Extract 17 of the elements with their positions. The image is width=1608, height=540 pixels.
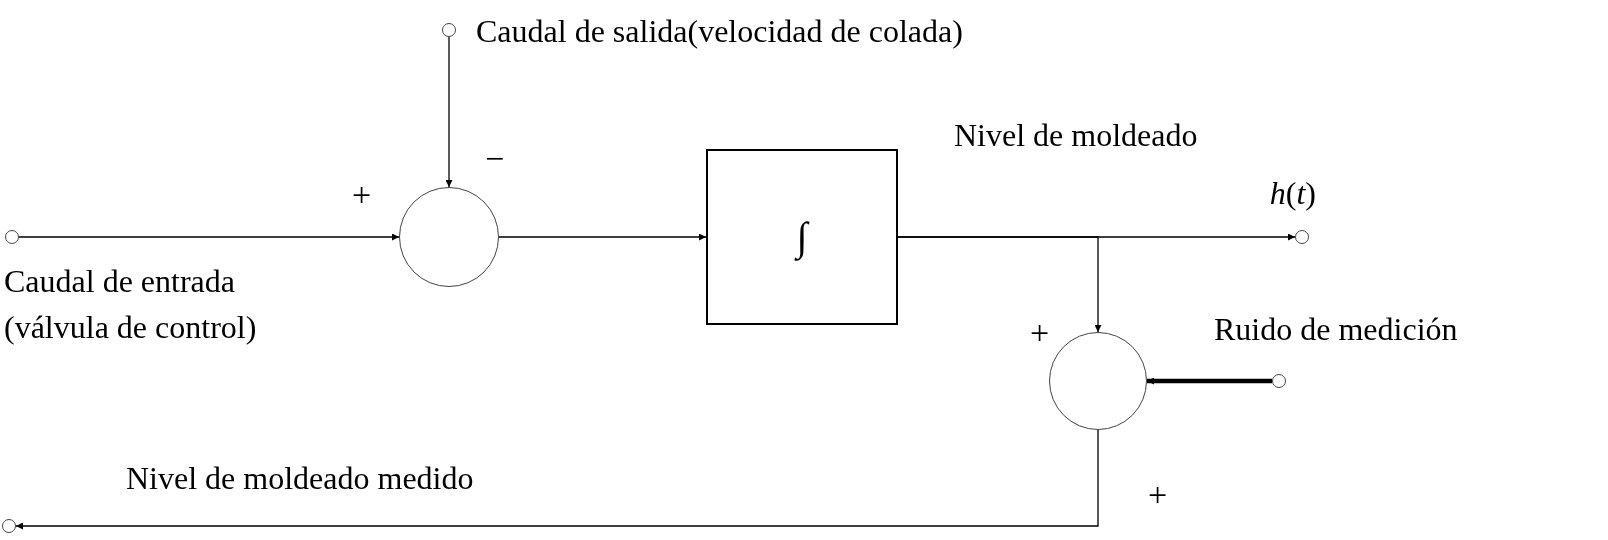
arrow (15, 429, 1099, 530)
arrow (1147, 377, 1272, 385)
sign-label: + (1030, 316, 1050, 350)
signal-label: h(t) (1269, 174, 1316, 213)
arrow (897, 236, 1102, 333)
signal-label: Ruido de medición (1214, 310, 1458, 349)
signal-label: Nivel de moldeado (954, 116, 1198, 155)
signal-label: Caudal de salida(velocidad de colada) (476, 12, 963, 51)
signal-label: Caudal de entrada (válvula de control) (4, 262, 258, 347)
arrow (445, 36, 453, 188)
sign-label: − (485, 142, 505, 176)
arrow (18, 233, 400, 241)
sign-label: + (352, 178, 372, 212)
integrator-block (706, 149, 898, 325)
arrow (498, 233, 707, 241)
sign-label: + (1148, 478, 1168, 512)
signal-label: Nivel de moldeado medido (126, 459, 474, 498)
